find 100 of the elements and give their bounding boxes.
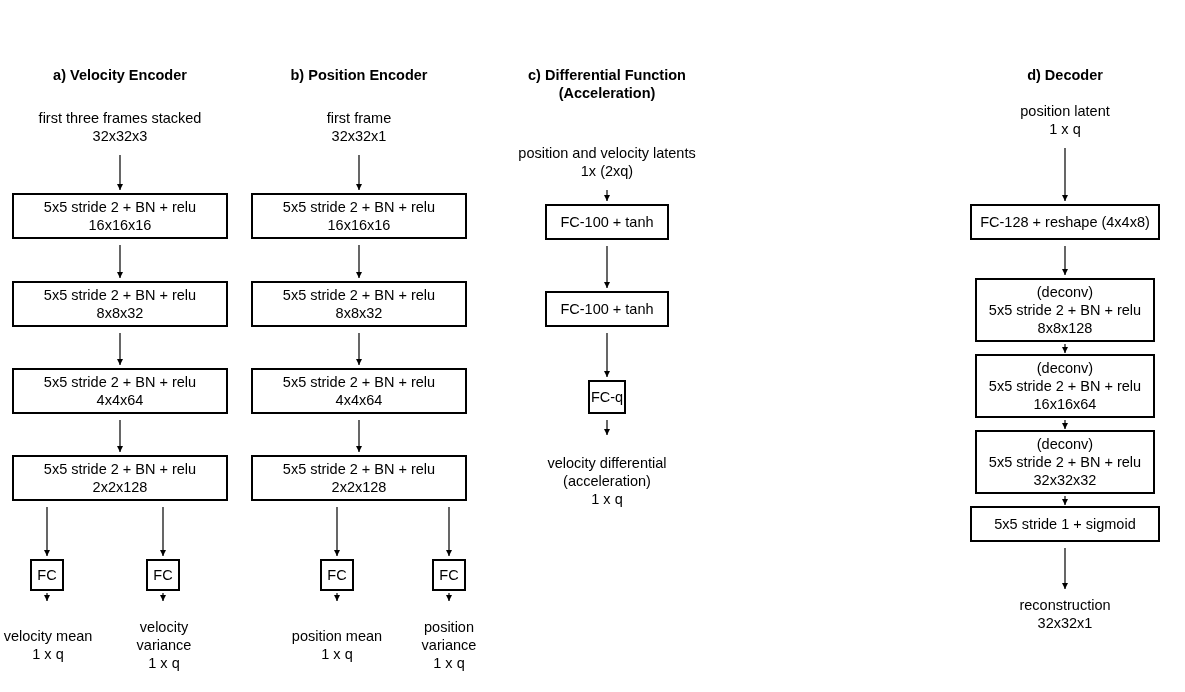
layer-box — [12, 193, 228, 239]
arrow — [1062, 547, 1068, 590]
layer-label: 5x5 stride 2 + BN + relu — [282, 459, 436, 478]
layer-label: FC — [37, 565, 57, 585]
layer-label: 5x5 stride 2 + BN + relu — [988, 300, 1142, 320]
arrow — [1062, 343, 1068, 354]
tensor-label: 32x32x3 — [92, 127, 148, 146]
layer-label: 32x32x32 — [1033, 471, 1097, 490]
arrow — [334, 506, 340, 557]
tensor-label: 1 x q — [433, 654, 465, 673]
layer-label: FC — [327, 565, 347, 585]
layer-box — [251, 193, 467, 239]
layer-label: FC-q — [590, 387, 624, 407]
tensor-label: 1x (2xq) — [580, 162, 634, 181]
layer-box — [30, 559, 64, 591]
tensor-label: reconstruction — [1019, 595, 1111, 614]
layer-label: 8x8x32 — [335, 304, 383, 323]
layer-label: 16x16x64 — [1033, 395, 1097, 414]
arrow — [356, 244, 362, 279]
layer-box — [975, 354, 1155, 418]
layer-box — [146, 559, 180, 591]
layer-box — [975, 278, 1155, 342]
layer-label: (deconv) — [1036, 434, 1094, 453]
arrow — [1062, 495, 1068, 506]
tensor-label: velocity mean — [3, 626, 93, 645]
arrow — [117, 154, 123, 191]
layer-label: FC — [439, 565, 459, 585]
tensor-label: velocity differential (acceleration) — [546, 453, 668, 491]
panel-title: a) Velocity Encoder — [52, 66, 188, 85]
layer-label: 5x5 stride 2 + BN + relu — [282, 197, 436, 216]
layer-label: 5x5 stride 2 + BN + relu — [282, 285, 436, 304]
tensor-label: 32x32x1 — [1037, 614, 1093, 633]
arrow — [160, 592, 166, 602]
layer-label: 5x5 stride 2 + BN + relu — [43, 372, 197, 391]
layer-box — [251, 455, 467, 501]
arrow — [334, 592, 340, 602]
arrow — [1062, 245, 1068, 276]
arrow — [446, 592, 452, 602]
tensor-label: first frame — [326, 108, 392, 127]
tensor-label: 1 x q — [321, 645, 353, 664]
tensor-label: position variance — [420, 617, 478, 655]
layer-box — [545, 291, 669, 327]
tensor-label: position latent — [1020, 101, 1110, 120]
layer-box — [975, 430, 1155, 494]
layer-label: (deconv) — [1036, 282, 1094, 301]
layer-box — [251, 281, 467, 327]
arrow — [117, 419, 123, 453]
layer-box — [12, 368, 228, 414]
panel-title: b) Position Encoder — [289, 66, 429, 85]
layer-box — [12, 281, 228, 327]
arrow — [44, 506, 50, 557]
tensor-label: 1 x q — [591, 490, 623, 509]
tensor-label: first three frames stacked — [38, 108, 202, 127]
layer-label: (deconv) — [1036, 358, 1094, 377]
layer-label: 5x5 stride 2 + BN + relu — [282, 372, 436, 391]
layer-label: 2x2x128 — [92, 478, 148, 497]
layer-label: 5x5 stride 2 + BN + relu — [988, 376, 1142, 396]
panel-title: c) Differential Function (Acceleration) — [527, 66, 687, 103]
layer-label: 2x2x128 — [331, 478, 387, 497]
tensor-label: 1 x q — [32, 645, 64, 664]
tensor-label: 1 x q — [148, 654, 180, 673]
layer-label: FC-128 + reshape (4x4x8) — [980, 212, 1150, 232]
arrow — [604, 245, 610, 289]
arrow — [44, 592, 50, 602]
layer-label: 4x4x64 — [96, 391, 144, 410]
layer-label: 8x8x32 — [96, 304, 144, 323]
arrow — [356, 332, 362, 366]
arrow — [160, 506, 166, 557]
layer-label: FC-100 + tanh — [560, 299, 654, 319]
arrow — [604, 332, 610, 378]
tensor-label: 1 x q — [1049, 120, 1081, 139]
layer-box — [588, 380, 626, 414]
arrow — [117, 332, 123, 366]
arrow — [117, 244, 123, 279]
layer-box — [545, 204, 669, 240]
layer-label: 5x5 stride 2 + BN + relu — [43, 459, 197, 478]
arrow — [1062, 419, 1068, 430]
arrow — [356, 419, 362, 453]
layer-label: 4x4x64 — [335, 391, 383, 410]
arrow — [446, 506, 452, 557]
tensor-label: position mean — [291, 626, 383, 645]
layer-label: 8x8x128 — [1037, 319, 1093, 338]
layer-box — [320, 559, 354, 591]
layer-box — [12, 455, 228, 501]
layer-box — [970, 506, 1160, 542]
layer-box — [251, 368, 467, 414]
tensor-label: velocity variance — [135, 617, 193, 655]
layer-box — [432, 559, 466, 591]
layer-label: 5x5 stride 2 + BN + relu — [43, 197, 197, 216]
layer-label: 5x5 stride 2 + BN + relu — [988, 452, 1142, 472]
layer-label: 16x16x16 — [327, 216, 391, 235]
arrow — [356, 154, 362, 191]
tensor-label: position and velocity latents — [518, 143, 696, 162]
layer-label: FC — [153, 565, 173, 585]
tensor-label: 32x32x1 — [331, 127, 387, 146]
arrow — [1062, 147, 1068, 202]
panel-title: d) Decoder — [1026, 66, 1104, 85]
arrow — [604, 189, 610, 202]
layer-label: FC-100 + tanh — [560, 212, 654, 232]
layer-label: 5x5 stride 2 + BN + relu — [43, 285, 197, 304]
